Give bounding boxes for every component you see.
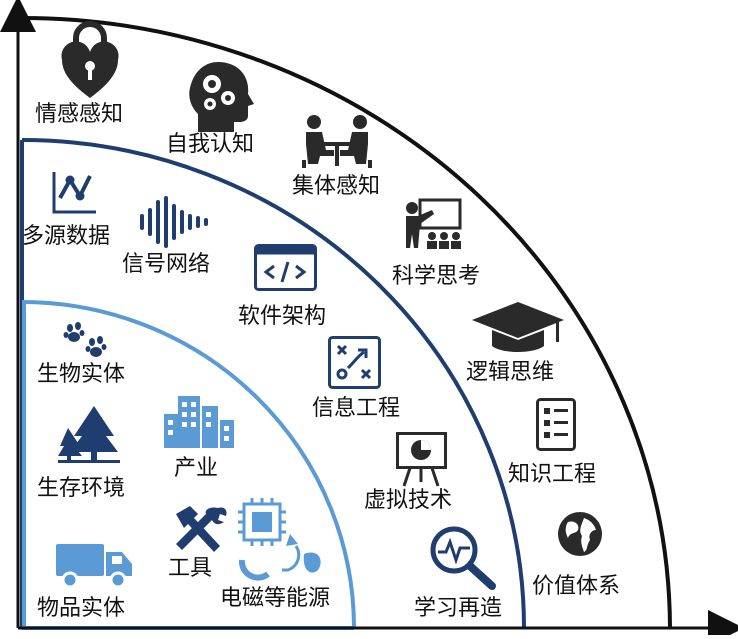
label-software-architecture: 软件架构 <box>238 304 327 329</box>
graduation-cap-icon <box>472 302 564 352</box>
globe-icon <box>558 512 602 556</box>
label-learning-reinvention: 学习再造 <box>414 596 503 621</box>
heart-lock-icon <box>61 21 119 98</box>
label-value-system: 价值体系 <box>532 574 621 599</box>
trees-icon <box>58 406 120 463</box>
label-living-environment: 生存环境 <box>37 476 126 501</box>
checklist-icon <box>536 398 576 451</box>
teacher-board-icon <box>406 198 462 249</box>
paw-prints-icon <box>63 322 107 357</box>
label-scientific-thinking: 科学思考 <box>392 264 481 289</box>
label-tools: 工具 <box>168 556 213 581</box>
label-knowledge-engineering: 知识工程 <box>508 462 597 487</box>
line-chart-icon <box>52 172 96 214</box>
sound-wave-icon <box>140 196 208 248</box>
label-self-cognition: 自我认知 <box>166 132 255 157</box>
label-multi-source-data: 多源数据 <box>22 224 111 249</box>
label-information-engineering: 信息工程 <box>312 396 401 421</box>
label-collective-perception: 集体感知 <box>292 174 381 199</box>
label-object-entity: 物品实体 <box>37 596 126 621</box>
hammer-wrench-icon <box>176 506 227 552</box>
strategy-board-icon <box>328 336 381 389</box>
inner-ring-arc <box>21 300 356 629</box>
middle-ring-arc <box>21 138 526 629</box>
label-signal-network: 信号网络 <box>122 252 211 277</box>
label-virtual-technology: 虚拟技术 <box>364 488 453 513</box>
label-electromagnetic-energy: 电磁等能源 <box>220 586 331 611</box>
presentation-pie-icon <box>396 432 447 487</box>
buildings-icon <box>164 396 234 448</box>
outer-ring-arc <box>21 16 672 629</box>
magnifier-pulse-icon <box>430 526 496 590</box>
code-window-icon <box>254 244 317 291</box>
label-biological-entity: 生物实体 <box>37 362 126 387</box>
meeting-people-icon <box>302 115 372 168</box>
label-logical-thinking: 逻辑思维 <box>466 360 555 385</box>
chip-recycle-icon <box>238 498 321 581</box>
head-gears-icon <box>189 62 254 132</box>
truck-icon <box>56 544 132 589</box>
label-industry: 产业 <box>174 456 219 481</box>
label-emotion-perception: 情感感知 <box>35 102 124 127</box>
